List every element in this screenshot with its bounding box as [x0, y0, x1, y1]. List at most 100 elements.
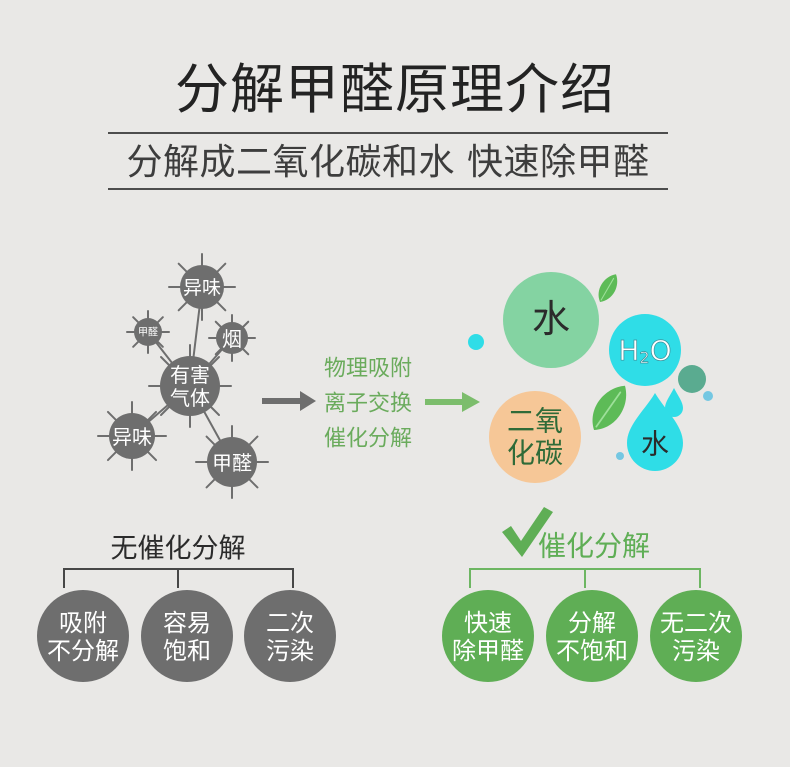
molecule-smoke: 烟 [216, 322, 248, 354]
method-catalytic-decomposition: 催化分解 [324, 427, 412, 452]
leaf-icon [592, 385, 627, 430]
drawback-secondary-pollution: 二次 污染 [244, 590, 336, 682]
molecule-spike [205, 477, 217, 489]
molecule-spike [241, 347, 250, 356]
drawback-label-line: 二次 [266, 609, 314, 637]
page-subtitle: 分解成二氧化碳和水 快速除甲醛 [126, 142, 650, 183]
leaf-icon [598, 274, 618, 302]
with-catalysis-panel: 催化分解 快速 除甲醛 分解 不饱和 无二次 污染 [442, 507, 742, 682]
h2o-formula: H2O [618, 334, 671, 367]
drawback-adsorb-no-decompose: 吸附 不分解 [37, 590, 129, 682]
co2-label-line: 二氧 [507, 405, 563, 438]
without-catalysis-panel: 无催化分解 吸附 不分解 容易 饱和 二次 污染 [37, 534, 336, 682]
molecule-circle [109, 413, 155, 459]
benefit-fast-removal: 快速 除甲醛 [442, 590, 534, 682]
h2o-circle-bg [609, 314, 681, 386]
drawback-label-line: 容易 [163, 609, 211, 637]
with-catalysis-bracket [469, 568, 701, 588]
benefit-label-line: 无二次 [660, 609, 732, 637]
decomposition-products: 水 H2O 二氧 化碳 水 [468, 272, 713, 483]
water-drop-label: 水 [641, 428, 669, 461]
drawback-circle [244, 590, 336, 682]
molecule-spike [214, 320, 223, 329]
co2-label-line: 化碳 [507, 437, 563, 470]
co2-circle: 二氧 化碳 [489, 391, 581, 483]
molecule-spike [247, 477, 259, 489]
bubble-dot [468, 334, 484, 350]
molecule-spike [215, 262, 227, 274]
page-title: 分解甲醛原理介绍 [175, 58, 615, 121]
co2-circle-bg [489, 391, 581, 483]
molecule-spike [247, 435, 259, 447]
molecule-circle [134, 318, 162, 346]
molecule-spike [156, 316, 164, 324]
benefit-label-line: 除甲醛 [452, 637, 524, 665]
benefit-no-secondary-pollution: 无二次 污染 [650, 590, 742, 682]
drawback-label-line: 污染 [266, 637, 314, 665]
method-physical-adsorption: 物理吸附 [324, 357, 412, 382]
benefit-label-line: 不饱和 [556, 637, 628, 665]
molecule-label: 甲醛 [212, 451, 252, 475]
molecule-spike [209, 356, 220, 367]
drawback-circle [141, 590, 233, 682]
h2o-formula-h: H [618, 334, 639, 367]
benefit-label-line: 污染 [672, 637, 720, 665]
teal-bubble [678, 365, 706, 393]
leaf-vein [600, 277, 615, 301]
h2o-circle: H2O [609, 314, 681, 386]
molecule-spike [146, 450, 158, 462]
molecule-label-line: 有害 [170, 363, 210, 387]
check-icon [502, 507, 553, 557]
arrow-right-icon [262, 391, 316, 411]
molecule-circle [207, 437, 257, 487]
molecule-spike [214, 347, 223, 356]
without-catalysis-heading: 无催化分解 [111, 534, 246, 565]
benefit-label-line: 快速 [464, 609, 512, 637]
benefit-circle [442, 590, 534, 682]
with-catalysis-heading: 催化分解 [538, 530, 650, 563]
drawback-circle [37, 590, 129, 682]
drawback-label-line: 吸附 [59, 609, 107, 637]
water-circle: 水 [503, 272, 599, 368]
molecule-odor-top: 异味 [180, 265, 224, 309]
molecule-formaldehyde-small: 甲醛 [134, 318, 162, 346]
molecule-harmful-gas: 有害 气体 [160, 356, 220, 416]
molecule-spikes [97, 253, 269, 499]
leaf-vein [595, 391, 622, 428]
molecule-spike [146, 410, 158, 422]
molecule-spike [156, 340, 164, 348]
bubble-dot [703, 391, 713, 401]
molecule-circle [180, 265, 224, 309]
molecule-label-line: 气体 [170, 386, 210, 410]
molecule-spike [160, 356, 171, 367]
benefit-no-saturation: 分解 不饱和 [546, 590, 638, 682]
title-divider-bottom [108, 188, 668, 190]
molecule-spike [205, 435, 217, 447]
water-drop-icon [627, 393, 683, 471]
molecule-label: 烟 [222, 327, 242, 351]
molecule-spike [177, 300, 189, 312]
drawback-easily-saturated: 容易 饱和 [141, 590, 233, 682]
molecule-formaldehyde: 甲醛 [207, 437, 257, 487]
molecule-spike [209, 405, 220, 416]
process-methods: 物理吸附 离子交换 催化分解 [324, 357, 412, 452]
without-catalysis-bracket [63, 568, 294, 588]
arrow-right-icon [425, 392, 480, 412]
molecule-spike [215, 300, 227, 312]
molecule-odor-bottom: 异味 [109, 413, 155, 459]
molecule-label: 甲醛 [138, 326, 158, 339]
molecule-spike [132, 316, 140, 324]
molecule-spike [177, 262, 189, 274]
benefit-circle [546, 590, 638, 682]
h2o-formula-subscript: 2 [639, 348, 649, 367]
molecule-label: 异味 [183, 277, 221, 299]
method-ion-exchange: 离子交换 [324, 392, 412, 417]
benefit-label-line: 分解 [568, 609, 616, 637]
molecule-circle [216, 322, 248, 354]
molecule-label: 异味 [112, 425, 152, 449]
molecule-spike [241, 320, 250, 329]
molecule-spike [106, 450, 118, 462]
molecule-spike [132, 340, 140, 348]
title-divider-top [108, 132, 668, 134]
